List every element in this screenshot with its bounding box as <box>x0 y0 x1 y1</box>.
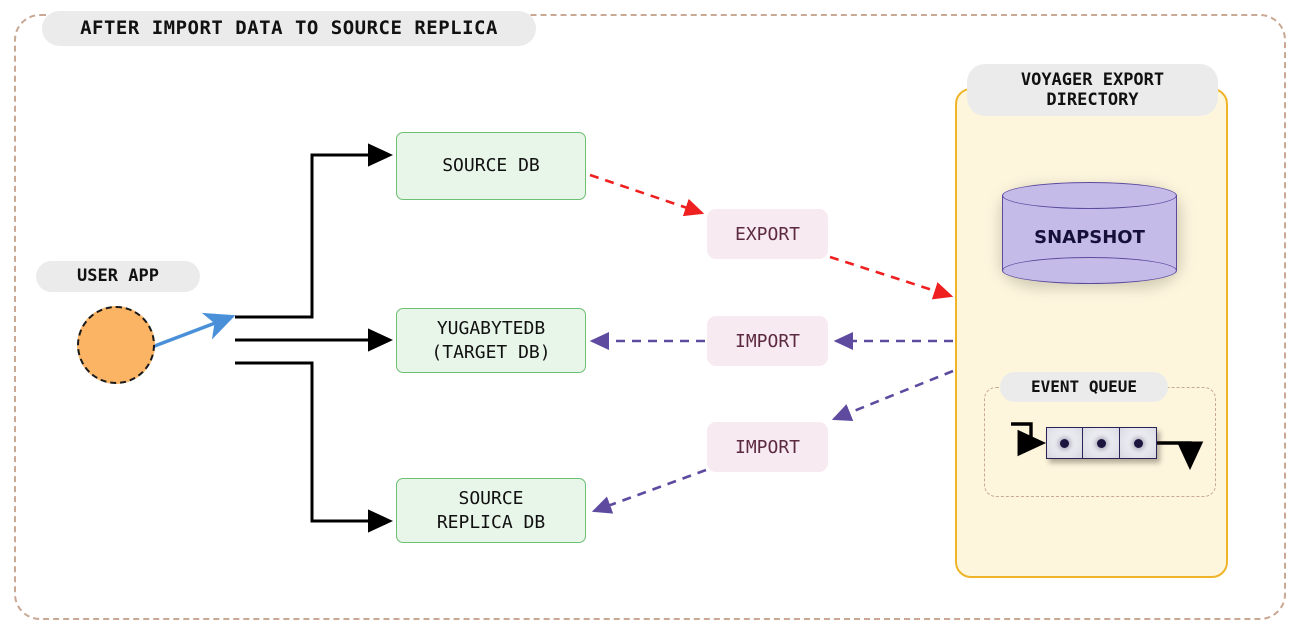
event-queue-cell <box>1046 427 1083 459</box>
source-replica-db-label-line-1: SOURCE <box>458 488 524 510</box>
snapshot-label: SNAPSHOT <box>1034 226 1145 248</box>
voyager-export-directory-label: VOYAGER EXPORT DIRECTORY <box>967 64 1218 116</box>
snapshot-cylinder-bottom <box>1002 257 1177 284</box>
target-db-label-line-1: YUGABYTEDB <box>436 318 546 340</box>
event-queue-cell <box>1083 427 1120 459</box>
user-app-node <box>77 306 155 384</box>
snapshot-cylinder-top <box>1002 182 1177 209</box>
voyager-export-directory-box <box>955 88 1228 578</box>
voyager-title-line-2: DIRECTORY <box>1046 90 1139 110</box>
target-db-label-line-2: (TARGET DB) <box>431 341 551 363</box>
outer-boundary-frame <box>14 14 1286 620</box>
export-action-label: EXPORT <box>707 209 828 259</box>
user-app-label: USER APP <box>36 261 200 292</box>
event-dot-icon <box>1096 438 1106 448</box>
event-queue-cell <box>1120 427 1157 459</box>
snapshot-cylinder: SNAPSHOT <box>1002 182 1177 284</box>
event-queue-label: EVENT QUEUE <box>1000 372 1168 402</box>
source-replica-db-box: SOURCE REPLICA DB <box>396 478 586 543</box>
import-action-label-replica: IMPORT <box>707 422 828 472</box>
diagram-title: AFTER IMPORT DATA TO SOURCE REPLICA <box>42 11 536 46</box>
source-db-label: SOURCE DB <box>442 155 540 177</box>
source-replica-db-label-line-2: REPLICA DB <box>436 511 546 533</box>
target-db-box: YUGABYTEDB (TARGET DB) <box>396 308 586 373</box>
source-db-box: SOURCE DB <box>396 132 586 200</box>
event-dot-icon <box>1133 438 1143 448</box>
import-action-label-target: IMPORT <box>707 316 828 366</box>
voyager-title-line-1: VOYAGER EXPORT <box>1020 69 1165 90</box>
event-queue-cells <box>1046 427 1157 459</box>
event-dot-icon <box>1060 438 1069 448</box>
